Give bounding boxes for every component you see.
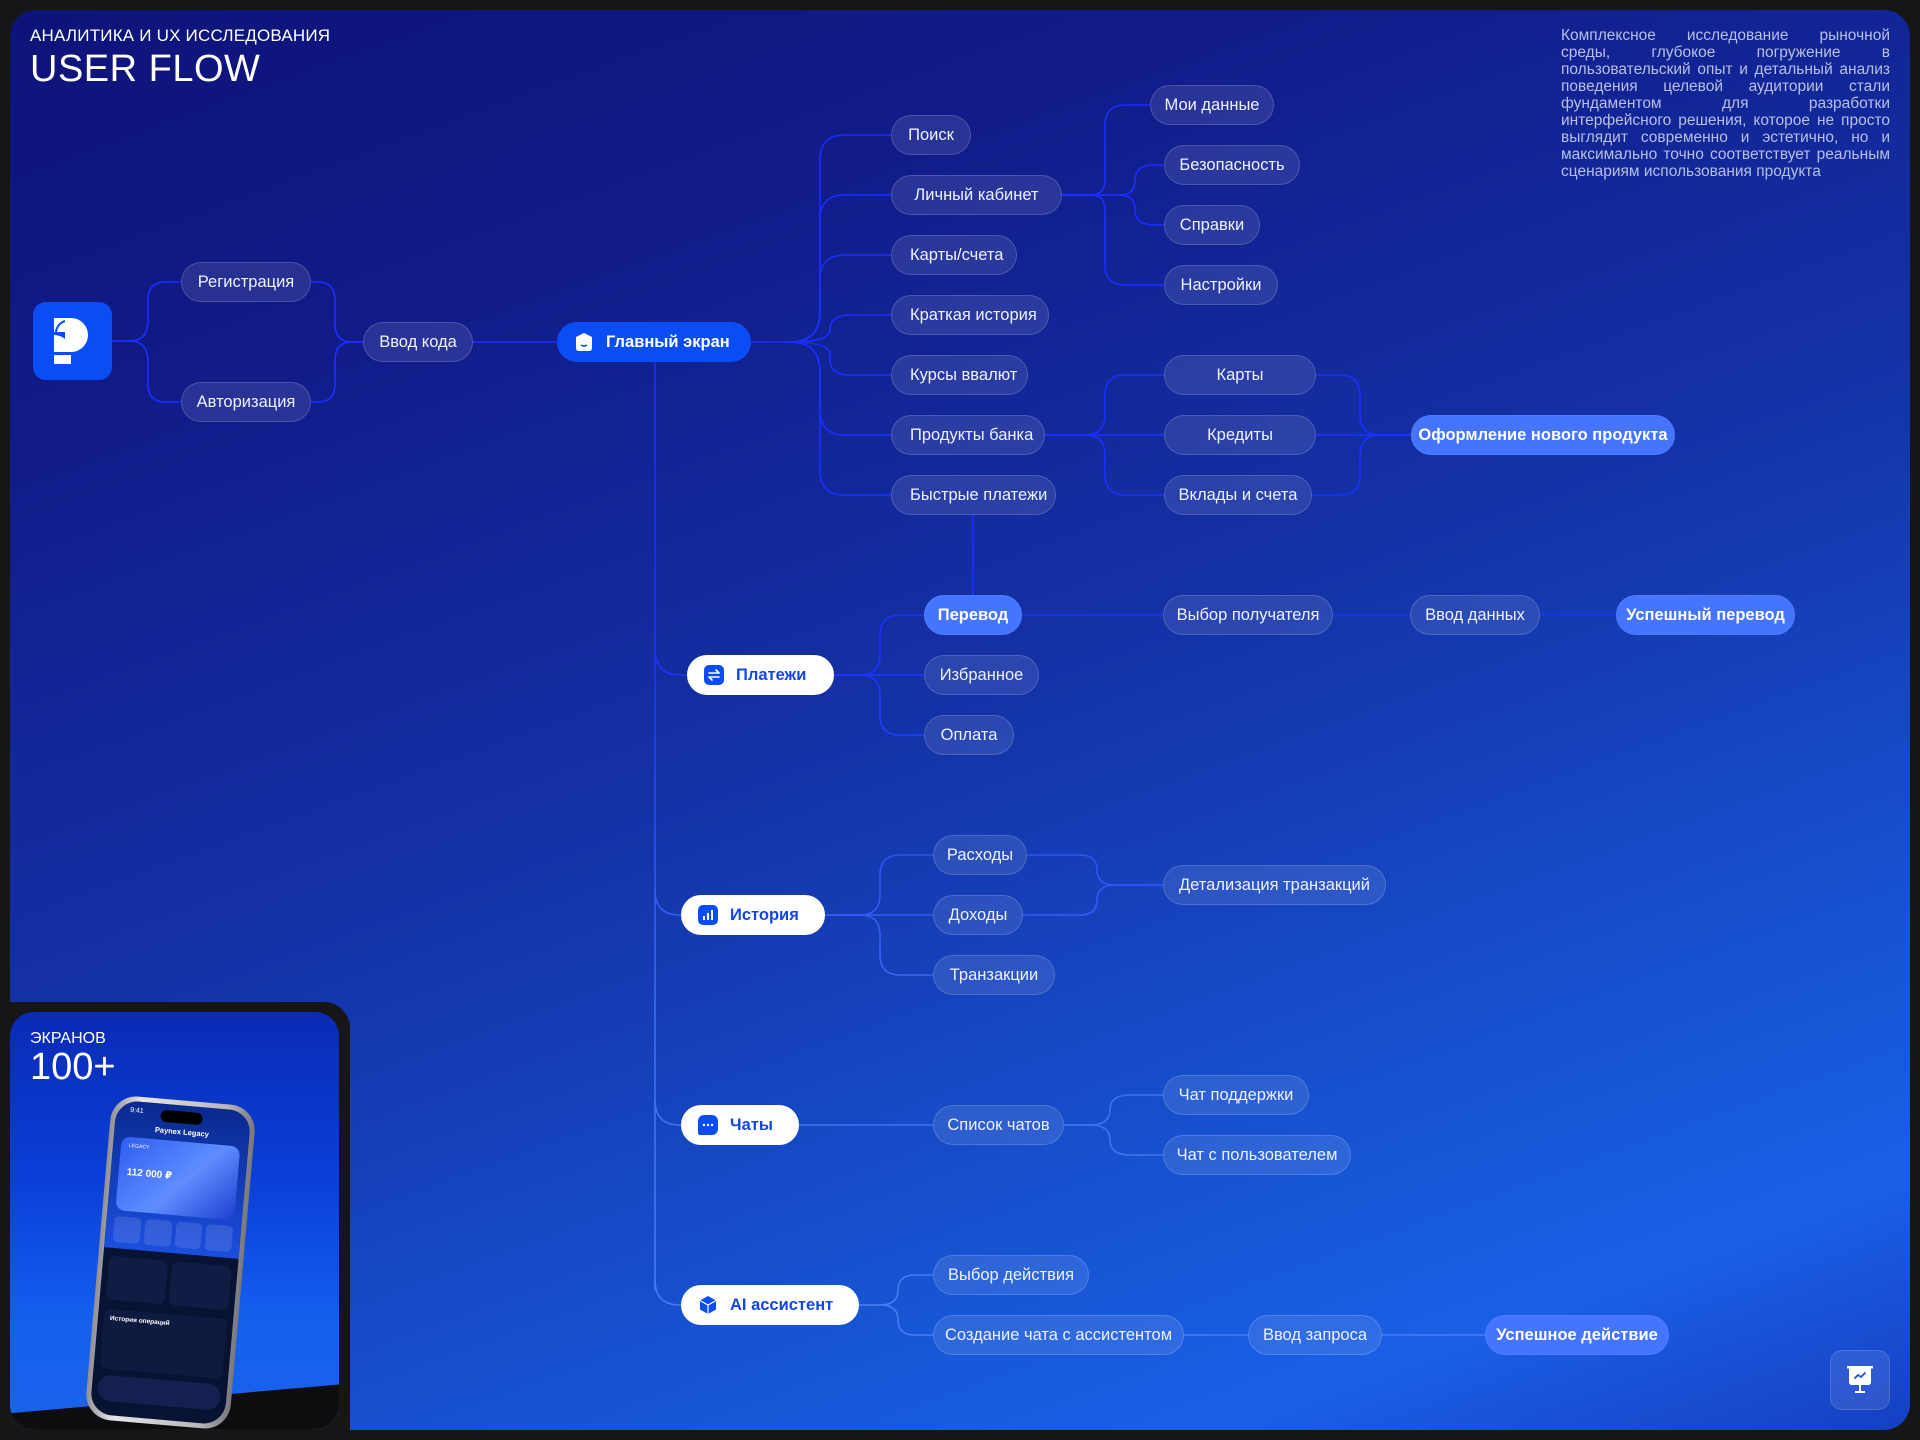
home-icon (574, 332, 594, 352)
page-title: USER FLOW (30, 48, 261, 90)
node-user-chat[interactable]: Чат с пользователем (1163, 1135, 1351, 1175)
node-support-chat[interactable]: Чат поддержки (1163, 1075, 1309, 1115)
node-new-product[interactable]: Оформление нового продукта (1411, 415, 1675, 455)
node-income[interactable]: Доходы (933, 895, 1023, 935)
presentation-board-icon (1847, 1366, 1873, 1393)
node-search[interactable]: Поиск (891, 115, 971, 155)
node-transaction-details[interactable]: Детализация транзакций (1163, 865, 1386, 905)
node-transfer[interactable]: Перевод (924, 595, 1022, 635)
node-payment[interactable]: Оплата (924, 715, 1014, 755)
presentation-button[interactable] (1830, 1350, 1890, 1410)
node-transactions[interactable]: Транзакции (933, 955, 1055, 995)
node-personal-account[interactable]: Личный кабинет (891, 175, 1062, 215)
node-product-credits[interactable]: Кредиты (1164, 415, 1316, 455)
node-chats[interactable]: Чаты (681, 1105, 799, 1145)
node-ai-assistant[interactable]: AI ассистент (681, 1285, 859, 1325)
node-enter-data[interactable]: Ввод данных (1410, 595, 1540, 635)
node-cards-accounts[interactable]: Карты/счета (891, 235, 1017, 275)
node-history[interactable]: История (681, 895, 825, 935)
node-payments[interactable]: Платежи (687, 655, 834, 695)
node-transfer-success[interactable]: Успешный перевод (1616, 595, 1795, 635)
bar-chart-icon (698, 905, 718, 925)
node-my-data[interactable]: Мои данные (1150, 85, 1274, 125)
node-exchange-rates[interactable]: Курсы ввалют (891, 355, 1028, 395)
cube-icon (698, 1295, 718, 1315)
node-choose-recipient[interactable]: Выбор получателя (1163, 595, 1333, 635)
node-code-entry[interactable]: Ввод кода (363, 322, 473, 362)
node-certificates[interactable]: Справки (1164, 205, 1260, 245)
node-enter-query[interactable]: Ввод запроса (1248, 1315, 1382, 1355)
dynamic-island (160, 1109, 204, 1126)
paynex-logo-icon (33, 302, 112, 380)
screens-label: ЭКРАНОВ (30, 1030, 106, 1047)
quick-actions (112, 1215, 234, 1253)
node-create-ai-chat[interactable]: Создание чата с ассистентом (933, 1315, 1184, 1355)
description-text: Комплексное исследование рыночной среды,… (1561, 27, 1890, 180)
node-choose-action[interactable]: Выбор действия (933, 1255, 1089, 1295)
phone-mockup: 9:41 Paynex Legacy LEGACY 112 000 ₽ Исто… (84, 1094, 257, 1429)
node-expenses[interactable]: Расходы (933, 835, 1027, 875)
section-eyebrow: АНАЛИТИКА И UX ИССЛЕДОВАНИЯ (30, 26, 331, 45)
node-main-screen[interactable]: Главный экран (557, 322, 751, 362)
node-quick-payments[interactable]: Быстрые платежи (891, 475, 1056, 515)
phone-tab-bar (96, 1374, 222, 1411)
screens-count: 100+ (30, 1046, 116, 1088)
node-authorization[interactable]: Авторизация (181, 382, 311, 422)
bank-card: LEGACY 112 000 ₽ (115, 1136, 241, 1221)
node-product-deposits[interactable]: Вклады и счета (1164, 475, 1312, 515)
chat-bubble-icon (698, 1115, 718, 1135)
transfer-arrows-icon (704, 665, 724, 685)
node-security[interactable]: Безопасность (1164, 145, 1300, 185)
node-settings[interactable]: Настройки (1164, 265, 1278, 305)
node-short-history[interactable]: Краткая история (891, 295, 1049, 335)
node-registration[interactable]: Регистрация (181, 262, 311, 302)
node-product-cards[interactable]: Карты (1164, 355, 1316, 395)
screens-card: ЭКРАНОВ 100+ 9:41 Paynex Legacy LEGACY 1… (10, 1012, 339, 1429)
node-bank-products[interactable]: Продукты банка (891, 415, 1045, 455)
node-chat-list[interactable]: Список чатов (933, 1105, 1064, 1145)
node-action-success[interactable]: Успешное действие (1485, 1315, 1669, 1355)
node-favorites[interactable]: Избранное (924, 655, 1039, 695)
